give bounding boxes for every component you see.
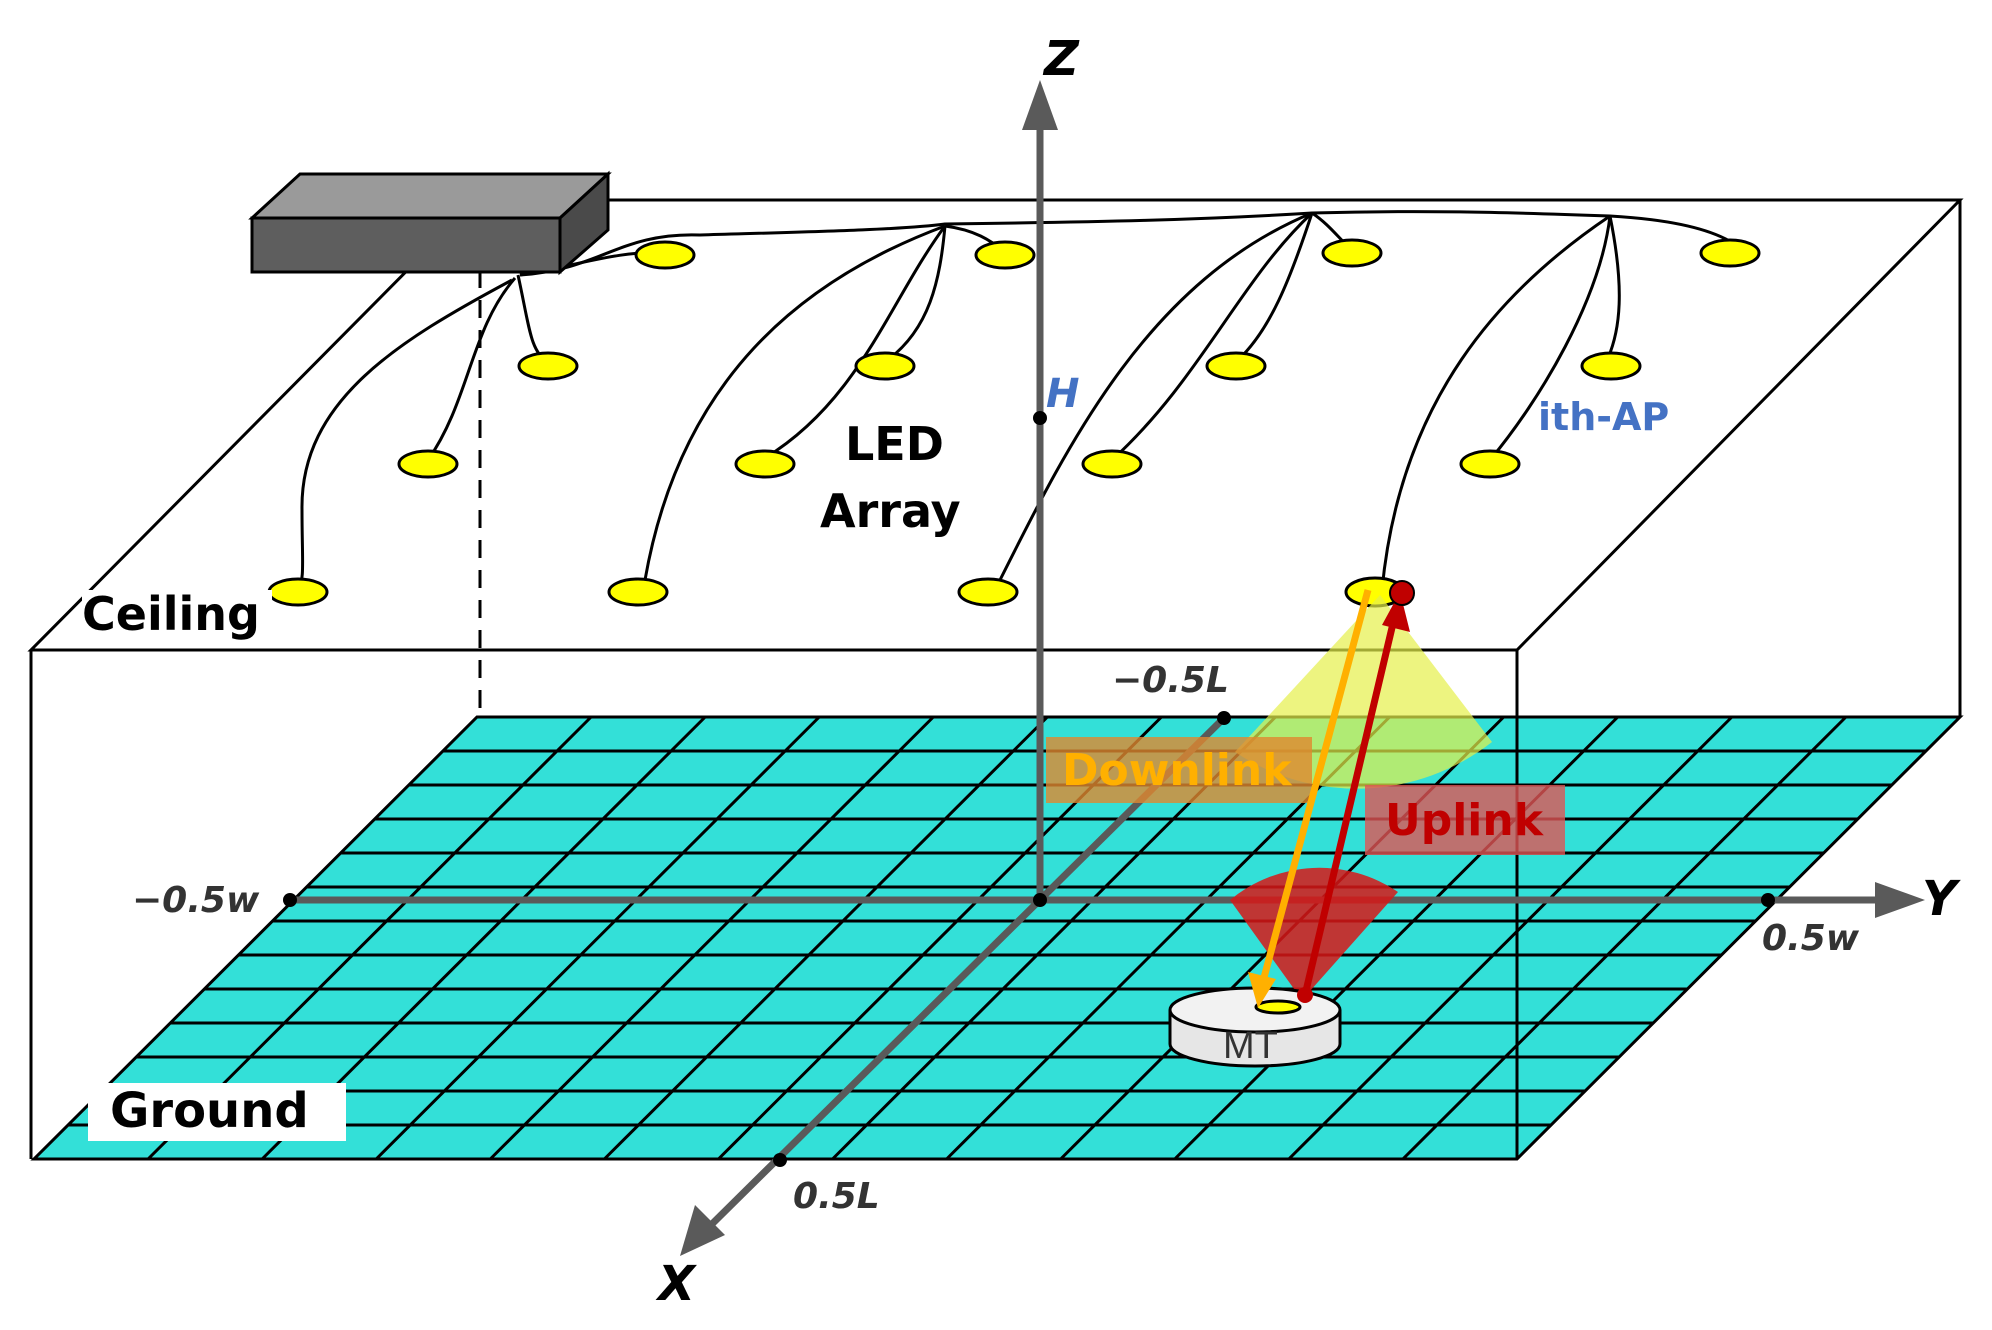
downlink-label-box: [1046, 737, 1312, 803]
height-label: H: [1046, 371, 1079, 417]
led-lamp-icon: [1081, 449, 1143, 479]
floor-grid-col-line: [1401, 715, 1847, 1161]
uplink-arrow: [1297, 580, 1415, 1003]
led-array-label-line2: Array: [820, 484, 961, 538]
uplink-label: Uplink: [1385, 795, 1545, 846]
neg-half-L-label: −0.5L: [1112, 660, 1229, 701]
room-box: [27, 198, 1964, 1159]
led-lamp-icon: [854, 351, 916, 381]
ceiling-label-bg: [82, 590, 272, 642]
uplink-label-box: [1365, 785, 1565, 855]
led-array: [267, 238, 1761, 608]
led-lamp-icon: [397, 449, 459, 479]
axes: [290, 80, 1925, 1256]
height-dot: [1033, 411, 1047, 425]
led-lamp-icon: [1321, 238, 1383, 268]
y-axis-label: Y: [1922, 871, 1961, 927]
led-lamp-icon: [1699, 238, 1761, 268]
floor-grid-col-line: [489, 715, 935, 1161]
led-lamp-icon: [1459, 449, 1521, 479]
led-lamp-icon: [957, 577, 1019, 607]
led-lamp-icon: [607, 577, 669, 607]
led-lamp-icon: [267, 577, 329, 607]
led-lamp-icon: [634, 240, 696, 270]
floor-grid-col-line: [603, 715, 1049, 1161]
z-arrowhead: [1022, 80, 1058, 130]
origin-dot: [1033, 893, 1047, 907]
led-lamp-icon: [1580, 351, 1642, 381]
downlink-arrow: [1248, 589, 1372, 1008]
led-lamp-icon: [517, 351, 579, 381]
controller-box-icon: [248, 170, 612, 276]
ceiling-label: Ceiling: [82, 587, 260, 641]
led-array-label-line1: LED: [845, 417, 944, 471]
led-lamp-icon: [1205, 351, 1267, 381]
ith-ap-label: ith-AP: [1538, 395, 1669, 439]
neg-half-L-dot: [1217, 711, 1231, 725]
z-axis-label: Z: [1042, 31, 1080, 87]
half-w-label: 0.5w: [1762, 918, 1860, 959]
ground-label: Ground: [110, 1083, 309, 1139]
led-lamp-icon: [974, 240, 1036, 270]
half-w-dot: [1761, 893, 1775, 907]
x-axis-label: X: [655, 1256, 697, 1312]
neg-half-w-dot: [283, 893, 297, 907]
x-arrowhead: [680, 1205, 725, 1256]
led-cables: [296, 210, 1741, 591]
y-arrowhead: [1875, 882, 1925, 918]
ground-label-bg: [88, 1083, 346, 1141]
half-L-label: 0.5L: [793, 1176, 880, 1217]
neg-half-w-label: −0.5w: [132, 880, 260, 921]
led-lamp-icon: [734, 449, 796, 479]
half-L-dot: [773, 1153, 787, 1167]
mobile-terminal-icon: [1168, 986, 1342, 1068]
axis-ticks: [283, 411, 1775, 1167]
floor-grid-col-line: [1287, 715, 1733, 1161]
downlink-label: Downlink: [1062, 745, 1293, 796]
uplink-beam-cone: [1230, 867, 1398, 1000]
mt-label: MT: [1223, 1025, 1278, 1067]
floor-grid-col-line: [375, 715, 821, 1161]
